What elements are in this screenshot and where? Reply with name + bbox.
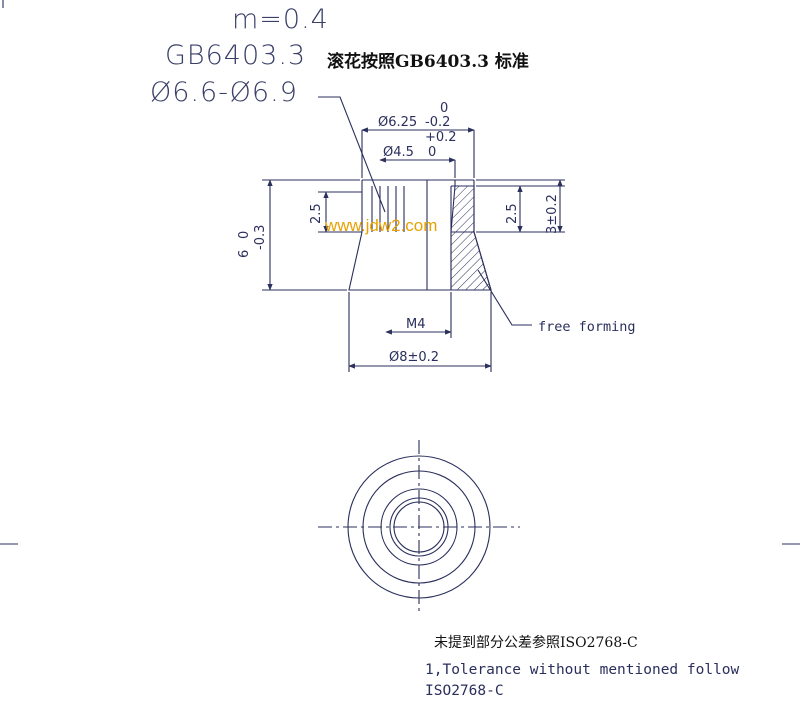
dim-top-outer-tol-lower: -0.2 xyxy=(425,115,450,130)
dim-height-total xyxy=(262,179,360,291)
tolerance-note-en-line1: 1,Tolerance without mentioned follow xyxy=(425,662,740,678)
dim-bore-tol-upper: +0.2 xyxy=(425,130,457,145)
dim-height-total-tol-upper: 0 xyxy=(237,231,252,239)
dim-knurl-right-label: 2.5 xyxy=(505,203,520,224)
plan-view xyxy=(318,440,520,614)
dim-top-outer xyxy=(361,127,475,178)
knurl-standard-note: 滚花按照GB6403.3 标准 xyxy=(327,52,529,72)
free-forming-label: free forming xyxy=(538,319,636,335)
dim-bore-tol-lower: 0 xyxy=(428,145,436,160)
module-label: m=0.4 xyxy=(232,4,329,35)
knurl-range-label: Ø6.6-Ø6.9 xyxy=(150,77,298,108)
free-forming-leader xyxy=(477,269,532,326)
dim-knurl-left-label: 2.5 xyxy=(309,203,324,224)
dim-thread-label: M4 xyxy=(406,317,426,332)
standard-label: GB6403.3 xyxy=(165,40,307,71)
dim-bore xyxy=(379,157,456,178)
dim-thread xyxy=(385,292,452,338)
dim-top-outer-tol-upper: 0 xyxy=(440,101,448,116)
dim-step-height-label: 3±0.2 xyxy=(545,194,560,234)
dim-right-heights xyxy=(476,179,565,233)
knurl-leader xyxy=(318,96,386,213)
tolerance-note-en-line2: ISO2768-C xyxy=(425,683,504,699)
dim-bottom-outer xyxy=(348,292,492,372)
dim-top-outer-label: Ø6.25 xyxy=(378,115,417,130)
section-view xyxy=(348,179,492,291)
dim-bottom-outer-label: Ø8±0.2 xyxy=(389,350,439,365)
dim-height-total-label: 6 xyxy=(237,250,252,258)
watermark: www.jdw2.com xyxy=(325,216,438,235)
dim-bore-label: Ø4.5 xyxy=(383,145,414,160)
dim-knurl-left xyxy=(318,191,362,233)
tolerance-note-cn: 未提到部分公差参照ISO2768-C xyxy=(434,635,638,651)
dim-height-total-tol-lower: -0.3 xyxy=(253,225,268,250)
